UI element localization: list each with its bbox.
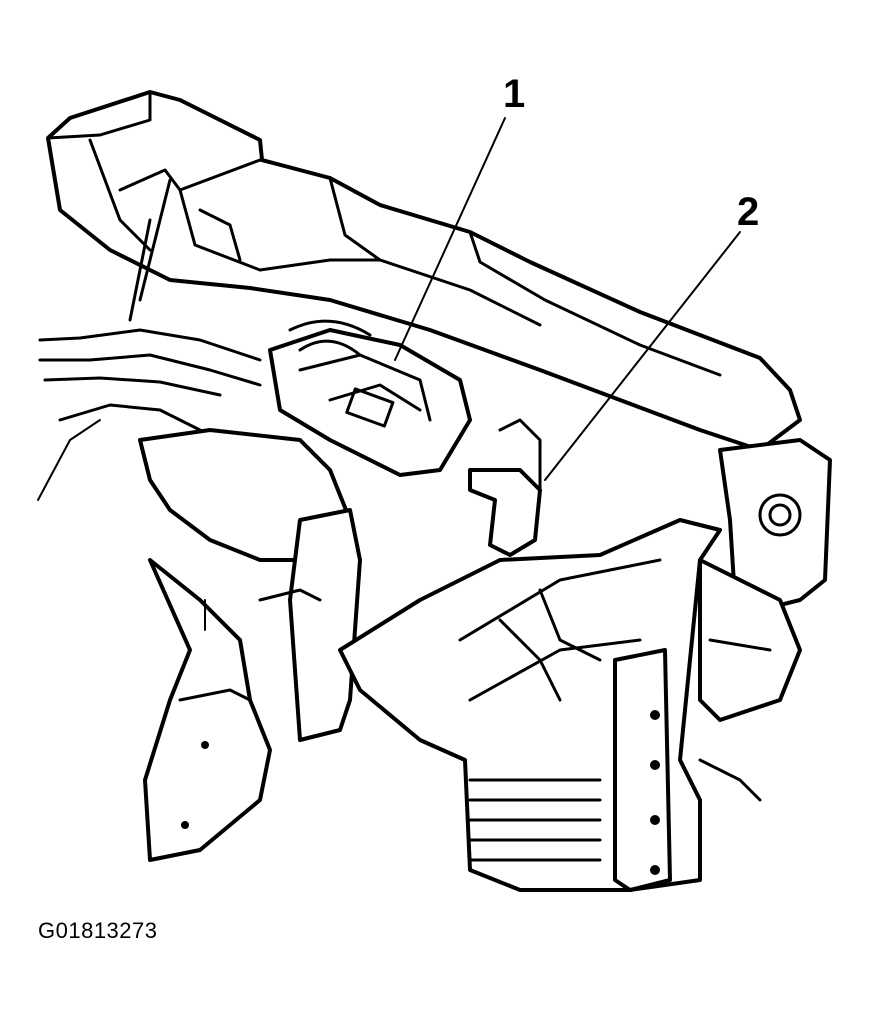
leader-line-2 bbox=[544, 231, 741, 481]
leader-lines bbox=[394, 117, 741, 481]
left-side-harness bbox=[37, 178, 262, 501]
right-duct-pipe bbox=[468, 418, 542, 557]
figure-id: G01813273 bbox=[38, 918, 158, 943]
leader-line-1 bbox=[394, 117, 506, 361]
callout-1: 1 bbox=[503, 72, 526, 116]
central-control-module bbox=[268, 319, 472, 477]
lower-housing bbox=[138, 428, 362, 862]
callout-2: 2 bbox=[737, 190, 760, 234]
right-hvac-housing bbox=[338, 518, 722, 892]
right-end-bracket bbox=[698, 438, 832, 802]
upper-duct-assembly bbox=[46, 90, 802, 452]
